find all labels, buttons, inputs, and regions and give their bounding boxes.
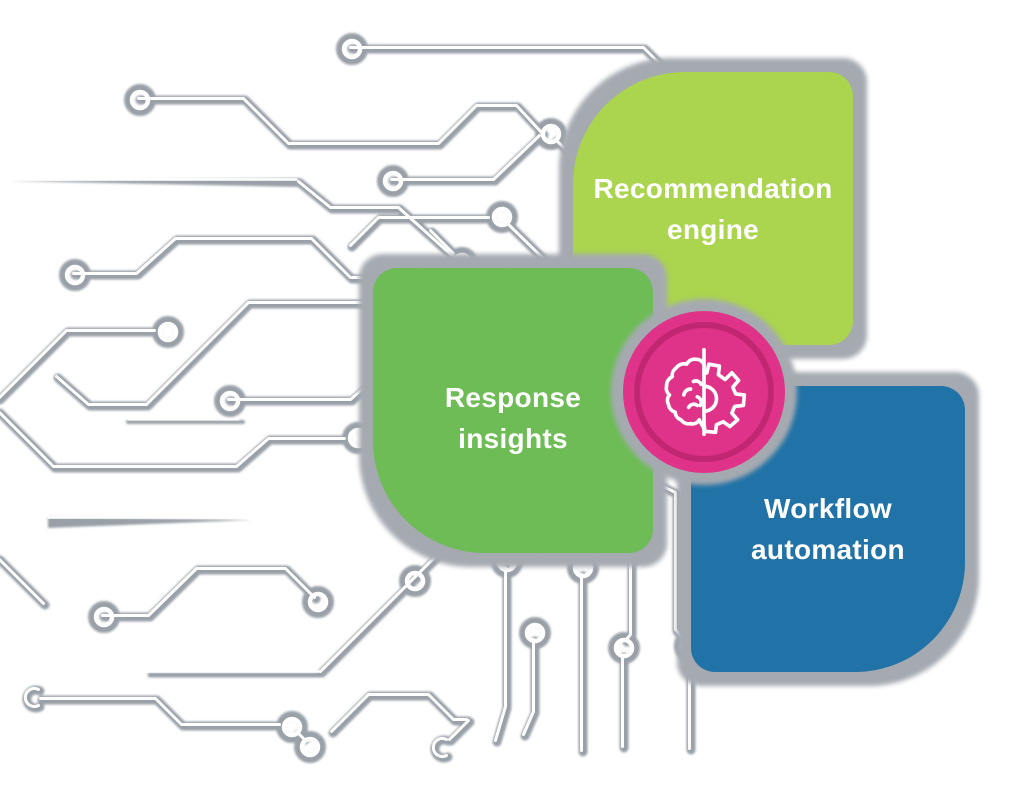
icon-gear-half — [702, 362, 747, 435]
icon-brain-folds — [682, 379, 703, 410]
card-label-line2: engine — [666, 213, 760, 245]
icon-gear-hub-arc — [702, 384, 719, 414]
ai-badge — [611, 299, 797, 485]
badge-inner-ring — [634, 322, 774, 462]
card-label: Recommendation engine — [593, 168, 832, 250]
grain-texture — [373, 268, 653, 553]
card-label-line2: automation — [751, 534, 905, 565]
card-response-insights: Response insights — [359, 254, 667, 567]
card-surface — [373, 268, 653, 553]
card-label-line1: Recommendation — [593, 172, 833, 204]
card-label-line2: insights — [458, 422, 568, 454]
brain-gear-icon — [664, 347, 747, 437]
card-label-line1: Response — [444, 381, 582, 413]
card-label: Response insights — [445, 363, 581, 459]
icon-brain-half — [664, 357, 706, 431]
card-label: Workflow automation — [751, 488, 905, 570]
card-label-line1: Workflow — [764, 493, 892, 524]
